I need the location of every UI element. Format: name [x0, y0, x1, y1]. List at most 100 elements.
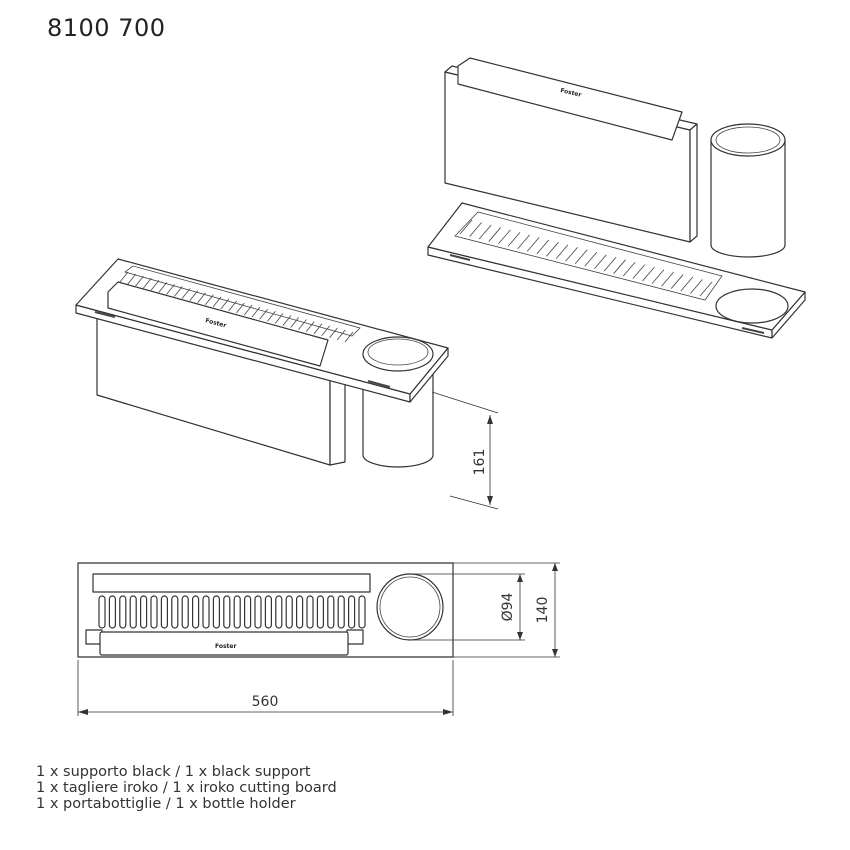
grate-slat	[488, 227, 502, 242]
grate-slat	[181, 288, 191, 299]
grate-slat	[478, 224, 492, 240]
grate-slat	[526, 237, 540, 252]
grate-slat	[348, 595, 356, 629]
grate-slat	[603, 256, 617, 272]
grate-slat	[507, 232, 521, 247]
grate-slat	[243, 304, 253, 316]
grate-slats	[98, 595, 366, 629]
grate-slat	[459, 219, 473, 235]
grate-slat	[327, 595, 335, 629]
grate-slat	[233, 595, 241, 629]
grate-slat	[337, 595, 345, 629]
grate-slat	[574, 249, 588, 265]
grate-slat	[223, 595, 231, 629]
grate-slat	[329, 327, 338, 339]
grate-slat	[498, 229, 511, 245]
diameter-dimension: Ø94	[500, 592, 516, 621]
grate-slat	[661, 271, 674, 287]
grate-slat	[220, 298, 230, 310]
grate-slat	[622, 261, 636, 277]
grate-slat	[305, 321, 315, 332]
grate-slat	[142, 277, 152, 289]
grate-slat	[119, 595, 127, 629]
grate-slat	[166, 284, 175, 295]
grate-slat	[642, 266, 655, 282]
depth-dimension: 140	[535, 597, 551, 624]
grate-slat	[469, 222, 482, 237]
grate-slat	[264, 595, 272, 629]
grate-slat	[205, 294, 214, 306]
grate-slat	[546, 242, 559, 257]
grate-slat	[98, 595, 106, 629]
plan-view: Foster Ø94 140 560	[77, 562, 560, 716]
grate-slat	[699, 281, 713, 297]
grate-slat	[212, 595, 220, 629]
grate-slat	[536, 239, 550, 255]
grate-slat	[189, 290, 199, 301]
grate-slat	[306, 595, 314, 629]
grate-slat	[150, 280, 160, 291]
grate-slat	[594, 254, 607, 269]
grate-slat	[298, 319, 307, 330]
grate-slat	[228, 300, 237, 312]
grate-slat	[282, 315, 292, 326]
grate-slat	[212, 296, 222, 308]
grate-slat	[296, 595, 304, 629]
grate-slat	[108, 595, 117, 629]
grate-slat	[150, 595, 158, 629]
grate-slat	[336, 329, 346, 341]
brand-logo: Foster	[215, 643, 236, 650]
grate-slat	[173, 286, 183, 297]
grate-slat	[259, 308, 268, 320]
grate-slat	[344, 331, 354, 343]
grate-slat	[285, 595, 293, 629]
width-dimension: 560	[252, 694, 279, 710]
exploded-view: Foster	[427, 57, 806, 339]
grate-slat	[613, 259, 626, 274]
grate-slat	[140, 595, 148, 629]
grate-slat	[316, 595, 324, 629]
grate-slats	[119, 271, 354, 343]
grate-slat	[690, 279, 703, 294]
grate-slat	[254, 595, 262, 629]
grate-slat	[160, 595, 168, 629]
grate-slat	[171, 595, 179, 629]
grate-slat	[244, 595, 252, 629]
grate-slat	[565, 247, 578, 262]
grate-slat	[192, 595, 200, 629]
brand-logo: Foster	[560, 87, 583, 99]
bottle-holder-exploded	[710, 123, 786, 258]
grate-slat	[135, 275, 144, 287]
grate-slat	[651, 269, 665, 284]
grate-slat	[290, 317, 300, 328]
grate-slat	[119, 271, 129, 283]
assembled-view: Foster 161	[75, 258, 499, 510]
grate-slat	[632, 264, 646, 279]
grate-slat	[251, 306, 261, 318]
parts-list-item: 1 x portabottiglie / 1 x bottle holder	[36, 796, 296, 812]
grate-slat	[670, 274, 684, 289]
height-dimension: 161	[472, 449, 488, 476]
grate-slat	[202, 595, 210, 629]
bottle-holder-circle	[376, 573, 444, 641]
parts-list: 1 x supporto black / 1 x black support 1…	[36, 764, 337, 812]
parts-list-item: 1 x supporto black / 1 x black support	[36, 764, 311, 780]
cutting-board-handle	[107, 281, 329, 367]
grate-slat	[584, 251, 598, 267]
grate-slat	[358, 595, 366, 629]
grate-slat	[127, 273, 137, 285]
grate-slat	[197, 292, 206, 303]
support-tray-exploded	[427, 202, 806, 339]
grate-slat	[313, 323, 323, 334]
grate-slat	[267, 311, 276, 322]
grate-slat	[129, 595, 137, 629]
grate-slat	[555, 244, 569, 260]
grate-slat	[275, 595, 283, 629]
grate-slat	[517, 234, 530, 250]
grate-slat	[321, 325, 331, 337]
grate-slats	[459, 219, 713, 297]
grate-slat	[181, 595, 189, 629]
grate-slat	[274, 313, 284, 324]
product-code-title: 8100 700	[47, 14, 166, 42]
